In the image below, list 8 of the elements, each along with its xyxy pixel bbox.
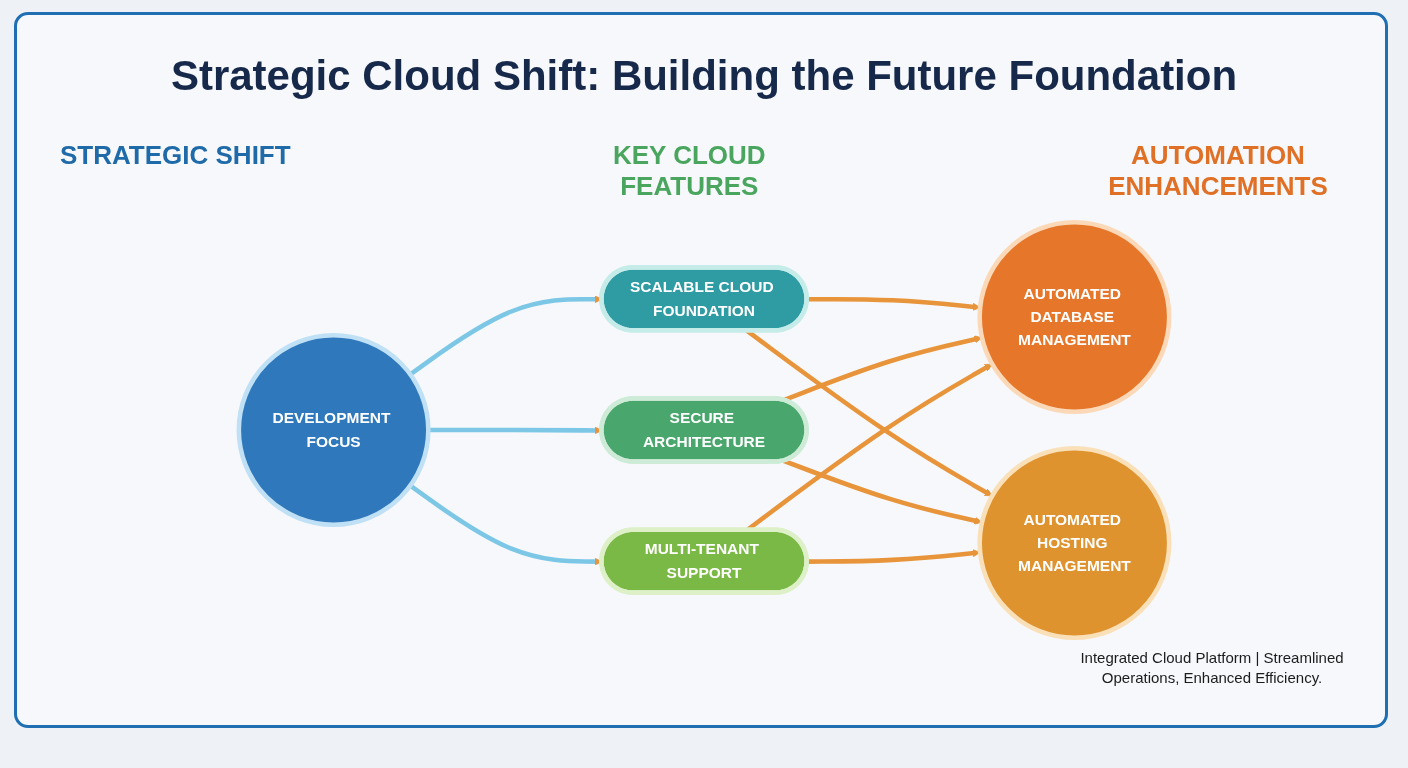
node-circle: AUTOMATED DATABASE MANAGEMENT (977, 220, 1172, 415)
diagram-title: Strategic Cloud Shift: Building the Future Foundation (170, 52, 1238, 100)
caption: Integrated Cloud Platform | Streamlined Operations, Enhanced Efficiency. (1080, 649, 1344, 687)
node-circle: AUTOMATED HOSTING MANAGEMENT (977, 445, 1172, 640)
node-circle: DEVELOPMENT FOCUS (236, 332, 431, 528)
column-heading: STRATEGIC SHIFT (60, 140, 291, 171)
column-heading: KEY CLOUD FEATURES (612, 140, 767, 202)
column-heading: AUTOMATION ENHANCEMENTS (1107, 140, 1329, 202)
